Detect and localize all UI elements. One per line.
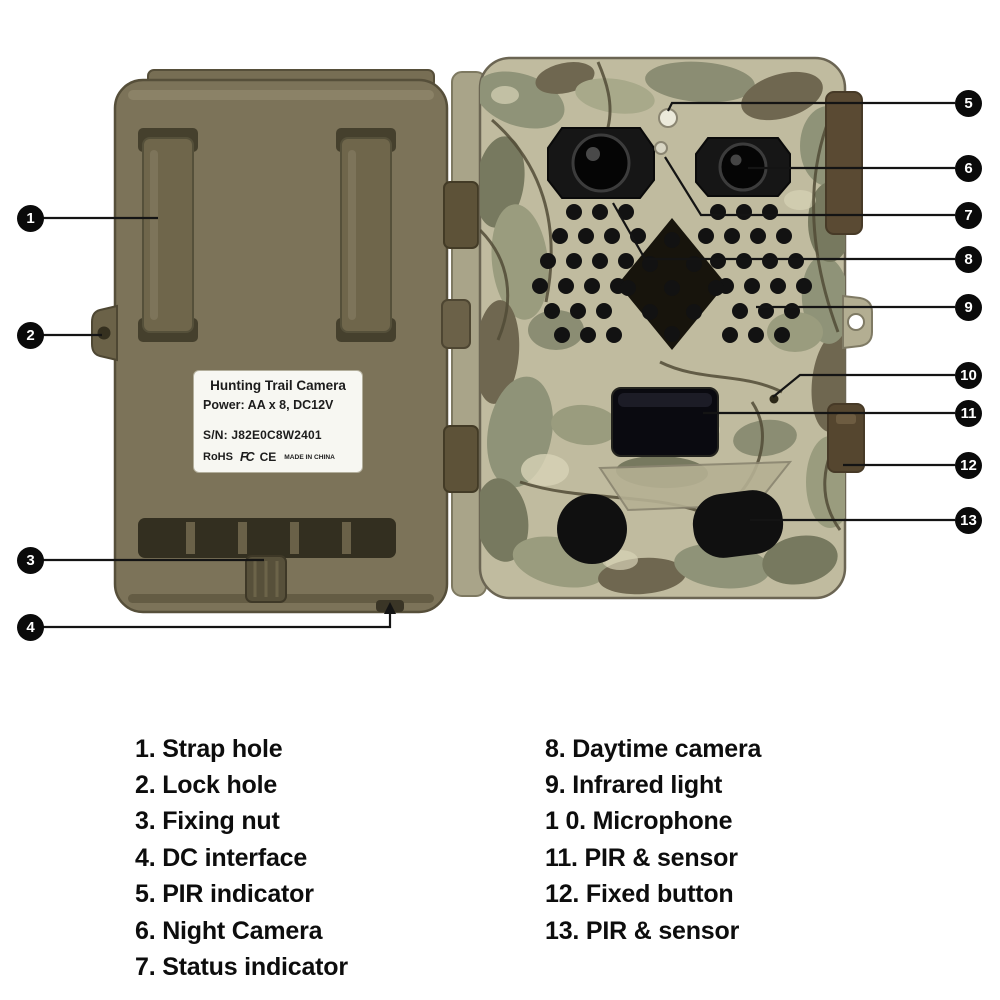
- label-title: Hunting Trail Camera: [210, 378, 346, 393]
- hinge: [441, 71, 487, 597]
- callout-6: 6: [955, 155, 982, 182]
- legend-item-12: 12. Fixed button: [545, 880, 734, 909]
- leader-arrow-4: [384, 602, 396, 614]
- fixed-button: [827, 403, 865, 473]
- back-camera-illustration: [91, 69, 449, 614]
- leader-line-10: [772, 373, 955, 398]
- strap-clip-right: [336, 128, 396, 342]
- callout-5: 5: [955, 90, 982, 117]
- label-serial: S/N: J82E0C8W2401: [203, 428, 322, 442]
- side-pir-right: [692, 490, 784, 558]
- fixing-nut: [245, 555, 287, 603]
- callout-2: 2: [17, 322, 44, 349]
- callout-10: 10: [955, 362, 982, 389]
- legend-column-left: 1. Strap hole 2. Lock hole 3. Fixing nut…: [135, 731, 348, 986]
- strap-hole-tab-right: [842, 294, 873, 350]
- pir-sensor-window: [611, 387, 719, 457]
- latch-bar: [825, 91, 863, 235]
- front-camera-illustration: [478, 56, 873, 600]
- legend-item-8: 8. Daytime camera: [545, 734, 762, 763]
- made-in-text: MADE IN CHINA: [284, 453, 335, 461]
- legend-item-4: 4. DC interface: [135, 843, 308, 872]
- callout-4: 4: [17, 614, 44, 641]
- callout-12: 12: [955, 452, 982, 479]
- pir-indicator-led: [658, 108, 678, 128]
- hinge-knuckle-bottom: [443, 425, 479, 493]
- night-camera-lens: [695, 137, 791, 197]
- callout-7: 7: [955, 202, 982, 229]
- callout-8: 8: [955, 246, 982, 273]
- leader-lines: [43, 101, 955, 629]
- label-certifications: RoHS FC CE MADE IN CHINA: [203, 450, 353, 464]
- vent-slots: [138, 518, 396, 558]
- legend-column-right: 8. Daytime camera 9. Infrared light 1 0.…: [545, 731, 761, 949]
- ce-mark: CE: [259, 450, 277, 464]
- callout-9: 9: [955, 294, 982, 321]
- callout-1: 1: [17, 205, 44, 232]
- lock-hole-tab: [91, 304, 118, 362]
- legend-item-1: 1. Strap hole: [135, 734, 283, 763]
- legend-item-6: 6. Night Camera: [135, 916, 323, 945]
- legend-item-11: 11. PIR & sensor: [545, 843, 738, 872]
- lock-hole: [97, 326, 111, 340]
- legend-item-9: 9. Infrared light: [545, 771, 723, 800]
- leader-line-4: [43, 613, 392, 629]
- rohs-mark: RoHS: [203, 451, 233, 463]
- leader-line-5: [667, 101, 955, 112]
- legend-item-2: 2. Lock hole: [135, 771, 278, 800]
- device-info-label: Hunting Trail Camera Power: AA x 8, DC12…: [193, 370, 363, 473]
- hinge-knuckle-top: [443, 181, 479, 249]
- leader-line-8: [612, 202, 955, 261]
- legend-item-13: 13. PIR & sensor: [545, 916, 740, 945]
- back-top-highlight: [128, 90, 434, 100]
- legend-item-7: 7. Status indicator: [135, 953, 348, 982]
- label-power: Power: AA x 8, DC12V: [203, 398, 334, 412]
- legend-item-3: 3. Fixing nut: [135, 807, 280, 836]
- callout-13: 13: [955, 507, 982, 534]
- status-indicator-led: [654, 141, 668, 155]
- microphone-hole: [769, 394, 779, 404]
- hinge-latch: [441, 299, 471, 349]
- callout-3: 3: [17, 547, 44, 574]
- strap-clip-left: [138, 128, 198, 342]
- legend-item-5: 5. PIR indicator: [135, 880, 314, 909]
- daytime-camera-lens: [547, 127, 655, 199]
- legend-item-10: 1 0. Microphone: [545, 807, 733, 836]
- callout-11: 11: [955, 400, 982, 427]
- side-pir-left: [557, 494, 627, 564]
- leader-line-7: [664, 156, 955, 217]
- fcc-mark: FC: [239, 450, 255, 464]
